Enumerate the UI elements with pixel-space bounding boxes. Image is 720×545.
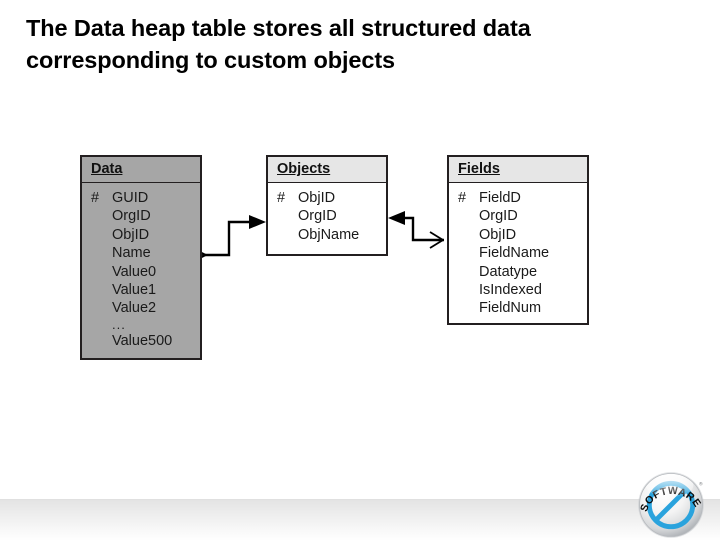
- entity-objects-attributes: # ObjID OrgID ObjName: [268, 183, 386, 251]
- entity-objects-title: Objects: [277, 161, 331, 177]
- attribute-row: OrgID: [479, 208, 518, 225]
- no-software-badge-icon: SOFTWARE ®: [638, 472, 704, 538]
- attribute-row: Value2: [112, 300, 157, 317]
- entity-data-title: Data: [91, 161, 123, 177]
- entity-objects-header: Objects: [268, 157, 386, 183]
- attribute-row: Value500: [112, 332, 173, 349]
- primary-key-icon: #: [458, 190, 467, 206]
- entity-data-attributes: # GUID OrgID ObjID Name Value0 Value1 Val…: [82, 183, 200, 358]
- entity-fields-header: Fields: [449, 157, 587, 183]
- entity-objects[interactable]: Objects # ObjID OrgID ObjName: [266, 155, 388, 256]
- attribute-row: ObjName: [298, 226, 360, 243]
- attribute-row: Value1: [112, 282, 157, 299]
- attribute-row: FieldName: [479, 245, 550, 262]
- attribute-row: FieldNum: [479, 300, 542, 317]
- connector-data-objects: [205, 220, 262, 257]
- primary-key-icon: #: [91, 190, 100, 206]
- attribute-row: OrgID: [112, 208, 151, 225]
- entity-fields-title: Fields: [458, 161, 500, 177]
- entity-data[interactable]: Data # GUID OrgID ObjID Name Value0 Value…: [80, 155, 202, 360]
- crows-foot-fields: [429, 231, 444, 249]
- attribute-row: Name: [112, 245, 151, 262]
- attribute-row: Value0: [112, 263, 157, 280]
- page-title: The Data heap table stores all structure…: [26, 12, 686, 76]
- attribute-row: # GUID: [82, 189, 200, 207]
- entity-data-header: Data: [82, 157, 200, 183]
- attribute-row: # ObjID: [268, 189, 386, 207]
- registered-trademark-icon: ®: [699, 480, 703, 487]
- arrowhead-into-objects-left: [249, 215, 266, 229]
- connector-fields-objects: [392, 216, 444, 242]
- attribute-row: OrgID: [298, 208, 337, 225]
- title-line-2: corresponding to custom objects: [26, 47, 396, 73]
- entity-fields-attributes: # FieldD OrgID ObjID FieldName Datatype I…: [449, 183, 587, 325]
- attribute-row: IsIndexed: [479, 282, 542, 299]
- footer-band: [0, 499, 720, 541]
- attribute-label: FieldD: [479, 190, 521, 206]
- attribute-row-ellipsis: ...: [112, 316, 126, 332]
- attribute-row: ObjID: [112, 226, 150, 243]
- entity-fields[interactable]: Fields # FieldD OrgID ObjID FieldName Dat…: [447, 155, 589, 325]
- primary-key-icon: #: [277, 190, 286, 206]
- no-software-logo: SOFTWARE ®: [636, 470, 706, 540]
- er-diagram: Data # GUID OrgID ObjID Name Value0 Value…: [80, 155, 589, 360]
- title-line-1: The Data heap table stores all structure…: [26, 15, 531, 41]
- arrowhead-into-objects-right: [388, 211, 405, 225]
- attribute-row: ObjID: [479, 226, 517, 243]
- attribute-row: Datatype: [479, 263, 538, 280]
- attribute-label: GUID: [112, 190, 149, 206]
- attribute-row: # FieldD: [449, 189, 587, 207]
- attribute-label: ObjID: [298, 190, 336, 206]
